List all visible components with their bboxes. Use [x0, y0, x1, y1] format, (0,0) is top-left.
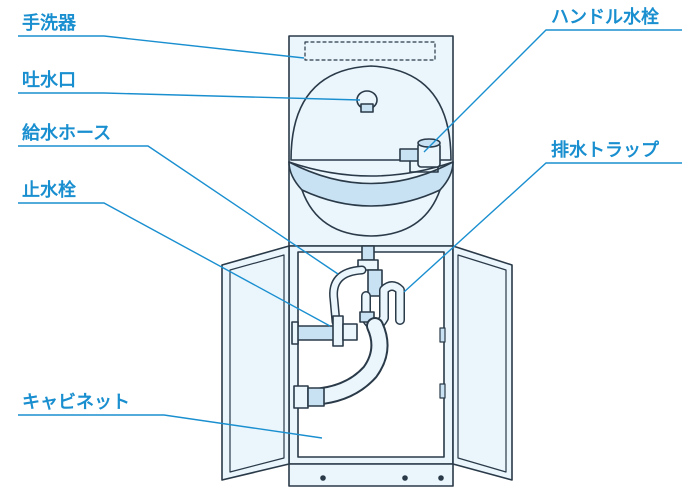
plumbing	[291, 245, 405, 409]
leader-line-stop-valve	[18, 202, 331, 327]
cabinet-left-door-panel	[229, 254, 285, 473]
stop-valve-fixture	[291, 315, 358, 347]
base-screw	[402, 475, 408, 481]
hand-basin-unit	[288, 35, 454, 247]
door-hinge-lower	[439, 383, 446, 399]
basin-bowl-back	[290, 65, 452, 161]
cabinet-right-door	[452, 245, 513, 481]
leader-line-supply-hose	[18, 145, 339, 275]
drain-coupling	[307, 387, 325, 407]
label-cabinet: キャビネット	[22, 392, 130, 413]
basin-rim-line	[288, 161, 454, 177]
cabinet-left-door	[221, 245, 290, 481]
supply-connector	[361, 245, 375, 261]
leader-lines	[18, 29, 682, 439]
leader-line-handle-faucet	[423, 29, 682, 153]
drain-pipe	[315, 319, 387, 403]
label-stop-valve: 止水栓	[22, 179, 76, 201]
label-drain-trap: 排水トラップ	[551, 139, 660, 161]
leader-line-cabinet	[18, 414, 323, 439]
label-handle-faucet: ハンドル水栓	[551, 6, 659, 28]
base-screw	[438, 475, 444, 481]
cabinet-base	[288, 463, 454, 487]
base-screw	[320, 475, 326, 481]
basin-lower-shell	[301, 189, 441, 237]
leader-line-spout	[18, 92, 361, 101]
cabinet-right-door-panel	[457, 254, 507, 473]
housing-vent-panel	[304, 41, 436, 61]
door-hinge-upper	[439, 327, 446, 343]
leader-line-drain-trap	[403, 162, 682, 293]
label-spout: 吐水口	[22, 69, 76, 91]
supply-hose	[330, 267, 365, 325]
label-supply-hose: 給水ホース	[22, 122, 111, 144]
leader-line-hand-basin	[18, 35, 305, 59]
drain-wall-flange	[293, 385, 309, 409]
part-labels: 手洗器 吐水口 給水ホース 止水栓 キャビネット ハンドル水栓 排水トラップ	[22, 6, 660, 413]
label-hand-basin: 手洗器	[22, 12, 77, 34]
cabinet-unit	[221, 245, 513, 487]
fixture-illustration	[221, 35, 513, 487]
